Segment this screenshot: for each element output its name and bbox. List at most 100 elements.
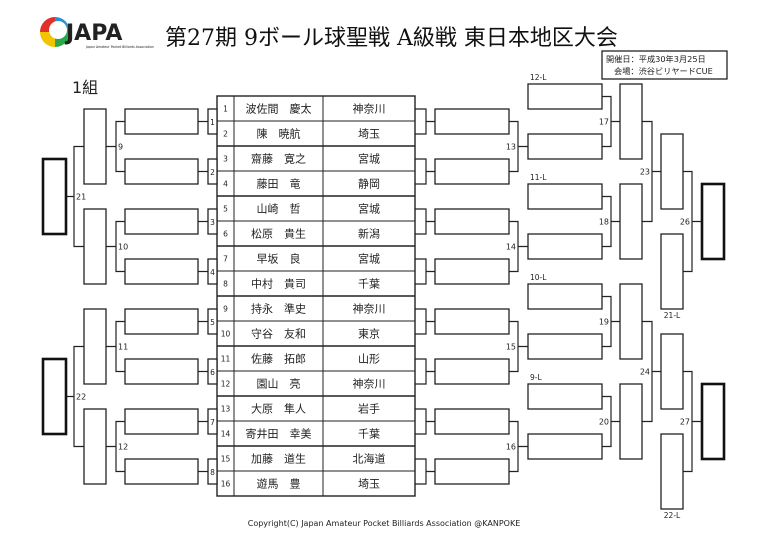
result-box xyxy=(83,108,107,185)
result-box xyxy=(124,258,199,285)
player-name: 守谷 友和 xyxy=(251,327,306,341)
match-number: 8 xyxy=(210,468,215,477)
player-prefecture: 神奈川 xyxy=(353,302,386,316)
bracket-line xyxy=(415,458,435,485)
bracket-line xyxy=(602,295,620,348)
loser-label: 22-L xyxy=(664,511,681,520)
bracket-line xyxy=(66,145,84,248)
player-number: 5 xyxy=(223,205,228,214)
result-box xyxy=(434,458,510,485)
player-number: 15 xyxy=(221,455,231,464)
result-box xyxy=(124,158,199,185)
player-number: 14 xyxy=(221,430,231,439)
bracket-line xyxy=(642,320,661,423)
player-number: 9 xyxy=(223,305,228,314)
bracket-line xyxy=(415,108,435,135)
loser-label: 21-L xyxy=(664,311,681,320)
player-number: 8 xyxy=(223,280,228,289)
result-box xyxy=(124,308,199,335)
player-name: 佐藤 拓郎 xyxy=(251,352,306,366)
result-box xyxy=(619,183,643,260)
match-number: 16 xyxy=(506,443,516,452)
player-name: 加藤 道生 xyxy=(251,452,306,466)
match-number: 3 xyxy=(210,218,215,227)
player-prefecture: 宮城 xyxy=(358,252,380,266)
loser-label: 12-L xyxy=(530,73,547,82)
group-label: 1組 xyxy=(72,78,98,97)
player-name: 大原 隼人 xyxy=(251,402,306,416)
bracket-line xyxy=(509,420,528,473)
result-box xyxy=(83,308,107,385)
logo-text: JAPA xyxy=(64,21,122,46)
result-box xyxy=(434,108,510,135)
bracket-line xyxy=(415,158,435,185)
player-prefecture: 宮城 xyxy=(358,202,380,216)
match-number: 21 xyxy=(76,193,86,202)
result-box xyxy=(619,383,643,460)
advancing-box xyxy=(700,382,726,461)
player-number: 11 xyxy=(221,355,231,364)
match-number: 11 xyxy=(118,343,128,352)
bracket-line xyxy=(106,420,125,473)
player-prefecture: 北海道 xyxy=(353,452,386,466)
loser-entry-box xyxy=(660,433,684,510)
player-name: 波佐間 慶太 xyxy=(246,102,312,116)
result-box xyxy=(83,408,107,485)
bracket-line xyxy=(509,120,528,173)
player-name: 齋藤 寛之 xyxy=(251,152,306,166)
match-number: 4 xyxy=(210,268,215,277)
player-name: 寄井田 幸美 xyxy=(246,427,312,441)
match-box xyxy=(207,408,218,435)
bracket-line xyxy=(66,345,84,448)
player-prefecture: 千葉 xyxy=(358,277,380,291)
match-number: 17 xyxy=(599,118,609,127)
match-number: 13 xyxy=(506,143,516,152)
bracket-line xyxy=(642,120,661,223)
match-number: 26 xyxy=(680,218,690,227)
bracket-line xyxy=(415,408,435,435)
match-number: 9 xyxy=(118,143,123,152)
loser-entry-box xyxy=(527,183,603,210)
result-box xyxy=(434,408,510,435)
player-number: 7 xyxy=(223,255,228,264)
loser-entry-box xyxy=(527,83,603,110)
bracket-line xyxy=(683,170,702,273)
loser-label: 9-L xyxy=(530,373,542,382)
match-box xyxy=(207,208,218,235)
match-number: 6 xyxy=(210,368,215,377)
match-number: 23 xyxy=(640,168,650,177)
player-name: 中村 貴司 xyxy=(251,277,306,291)
bracket-line xyxy=(602,195,620,248)
player-row: 15 加藤 道生 北海道 xyxy=(221,452,386,466)
result-box xyxy=(124,358,199,385)
match-box xyxy=(207,458,218,485)
page-title: 第27期 9ボール球聖戦 A級戦 東日本地区大会 xyxy=(165,26,618,51)
result-box xyxy=(434,208,510,235)
logo-subtext: Japan Amateur Pocket Billiards Associati… xyxy=(85,45,154,49)
loser-entry-box xyxy=(527,383,603,410)
event-venue: 会場：渋谷ビリヤードCUE xyxy=(614,66,713,76)
result-box xyxy=(124,208,199,235)
advancing-box xyxy=(700,182,726,261)
loser-entry-box xyxy=(527,283,603,310)
match-number: 2 xyxy=(210,168,215,177)
match-number: 27 xyxy=(680,418,690,427)
player-name: 遊馬 豊 xyxy=(257,477,301,491)
result-box xyxy=(83,208,107,285)
match-box xyxy=(207,308,218,335)
player-prefecture: 埼玉 xyxy=(358,477,380,491)
result-box xyxy=(619,83,643,160)
match-box xyxy=(207,108,218,135)
bracket-line xyxy=(602,95,620,148)
result-box xyxy=(619,283,643,360)
bracket-line xyxy=(106,220,125,273)
